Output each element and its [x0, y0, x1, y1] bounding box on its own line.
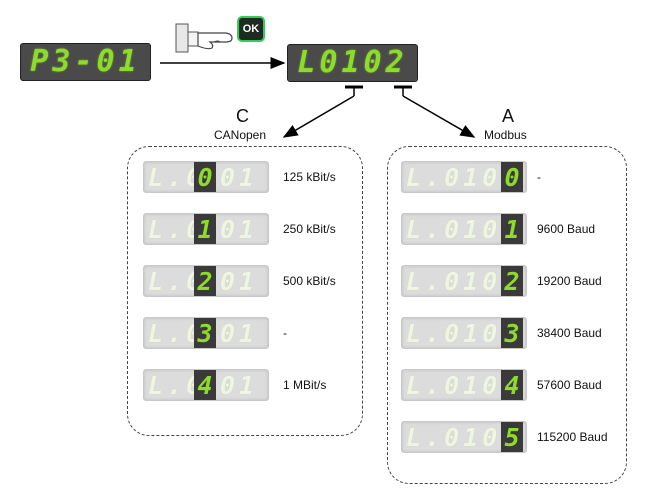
modbus-name: Modbus	[484, 128, 527, 142]
modbus-option-highlight-digit: 0	[501, 162, 523, 192]
modbus-option-label: 115200 Baud	[537, 430, 608, 444]
arrow-to-modbus	[402, 95, 476, 138]
ok-button-icon: OK	[237, 16, 265, 42]
modbus-option-label: 38400 Baud	[537, 326, 602, 340]
source-display: P3-01	[20, 43, 151, 81]
canopen-option-display-suffix: 01	[220, 163, 259, 192]
modbus-option-highlight-digit: 2	[501, 266, 523, 296]
canopen-option-highlight-digit: 2	[194, 266, 216, 296]
modbus-letter: A	[502, 106, 515, 126]
modbus-option-highlight-digit: 1	[501, 214, 523, 244]
modbus-option-label: 57600 Baud	[537, 378, 602, 392]
modbus-option-highlight-digit: 5	[501, 422, 523, 452]
modbus-option-highlight-digit: 3	[501, 318, 523, 348]
canopen-option-display-suffix: 01	[220, 371, 259, 400]
arrow-to-canopen	[282, 95, 355, 138]
modbus-option-display-prefix: L.010	[406, 215, 502, 244]
hand-pressing-icon	[175, 23, 233, 53]
modbus-options-box	[387, 146, 627, 484]
canopen-option-display-suffix: 01	[220, 267, 259, 296]
modbus-option-display-prefix: L.010	[406, 163, 502, 192]
target-display: L0102	[287, 44, 418, 82]
canopen-option-label: 250 kBit/s	[283, 222, 336, 236]
modbus-option-display-prefix: L.010	[406, 371, 502, 400]
modbus-option-label: 19200 Baud	[537, 274, 602, 288]
canopen-option-highlight-digit: 0	[194, 162, 216, 192]
canopen-option-display-suffix: 01	[220, 215, 259, 244]
canopen-option-label: 1 MBit/s	[283, 378, 327, 392]
canopen-options-box	[127, 146, 363, 436]
canopen-option-display-prefix: L.0	[148, 163, 206, 192]
canopen-option-display-suffix: 01	[220, 319, 259, 348]
canopen-option-highlight-digit: 1	[194, 214, 216, 244]
canopen-option-label: 500 kBit/s	[283, 274, 336, 288]
canopen-option-highlight-digit: 3	[194, 318, 216, 348]
canopen-option-label: 125 kBit/s	[283, 170, 336, 184]
canopen-option-display-prefix: L.0	[148, 371, 206, 400]
canopen-option-highlight-digit: 4	[194, 370, 216, 400]
canopen-option-display-prefix: L.0	[148, 267, 206, 296]
target-display-text: L0102	[297, 45, 408, 80]
modbus-option-display-prefix: L.010	[406, 267, 502, 296]
modbus-option-highlight-digit: 4	[501, 370, 523, 400]
modbus-option-label: 9600 Baud	[537, 222, 596, 236]
canopen-option-label: -	[283, 326, 287, 340]
canopen-option-display-prefix: L.0	[148, 319, 206, 348]
modbus-option-label: -	[537, 170, 541, 184]
canopen-name: CANopen	[214, 128, 267, 142]
source-display-text: P3-01	[30, 44, 141, 79]
canopen-option-display-prefix: L.0	[148, 215, 206, 244]
modbus-option-display-prefix: L.010	[406, 319, 502, 348]
ok-button-label: OK	[242, 23, 260, 35]
canopen-letter: C	[236, 106, 249, 126]
modbus-option-display-prefix: L.010	[406, 423, 502, 452]
